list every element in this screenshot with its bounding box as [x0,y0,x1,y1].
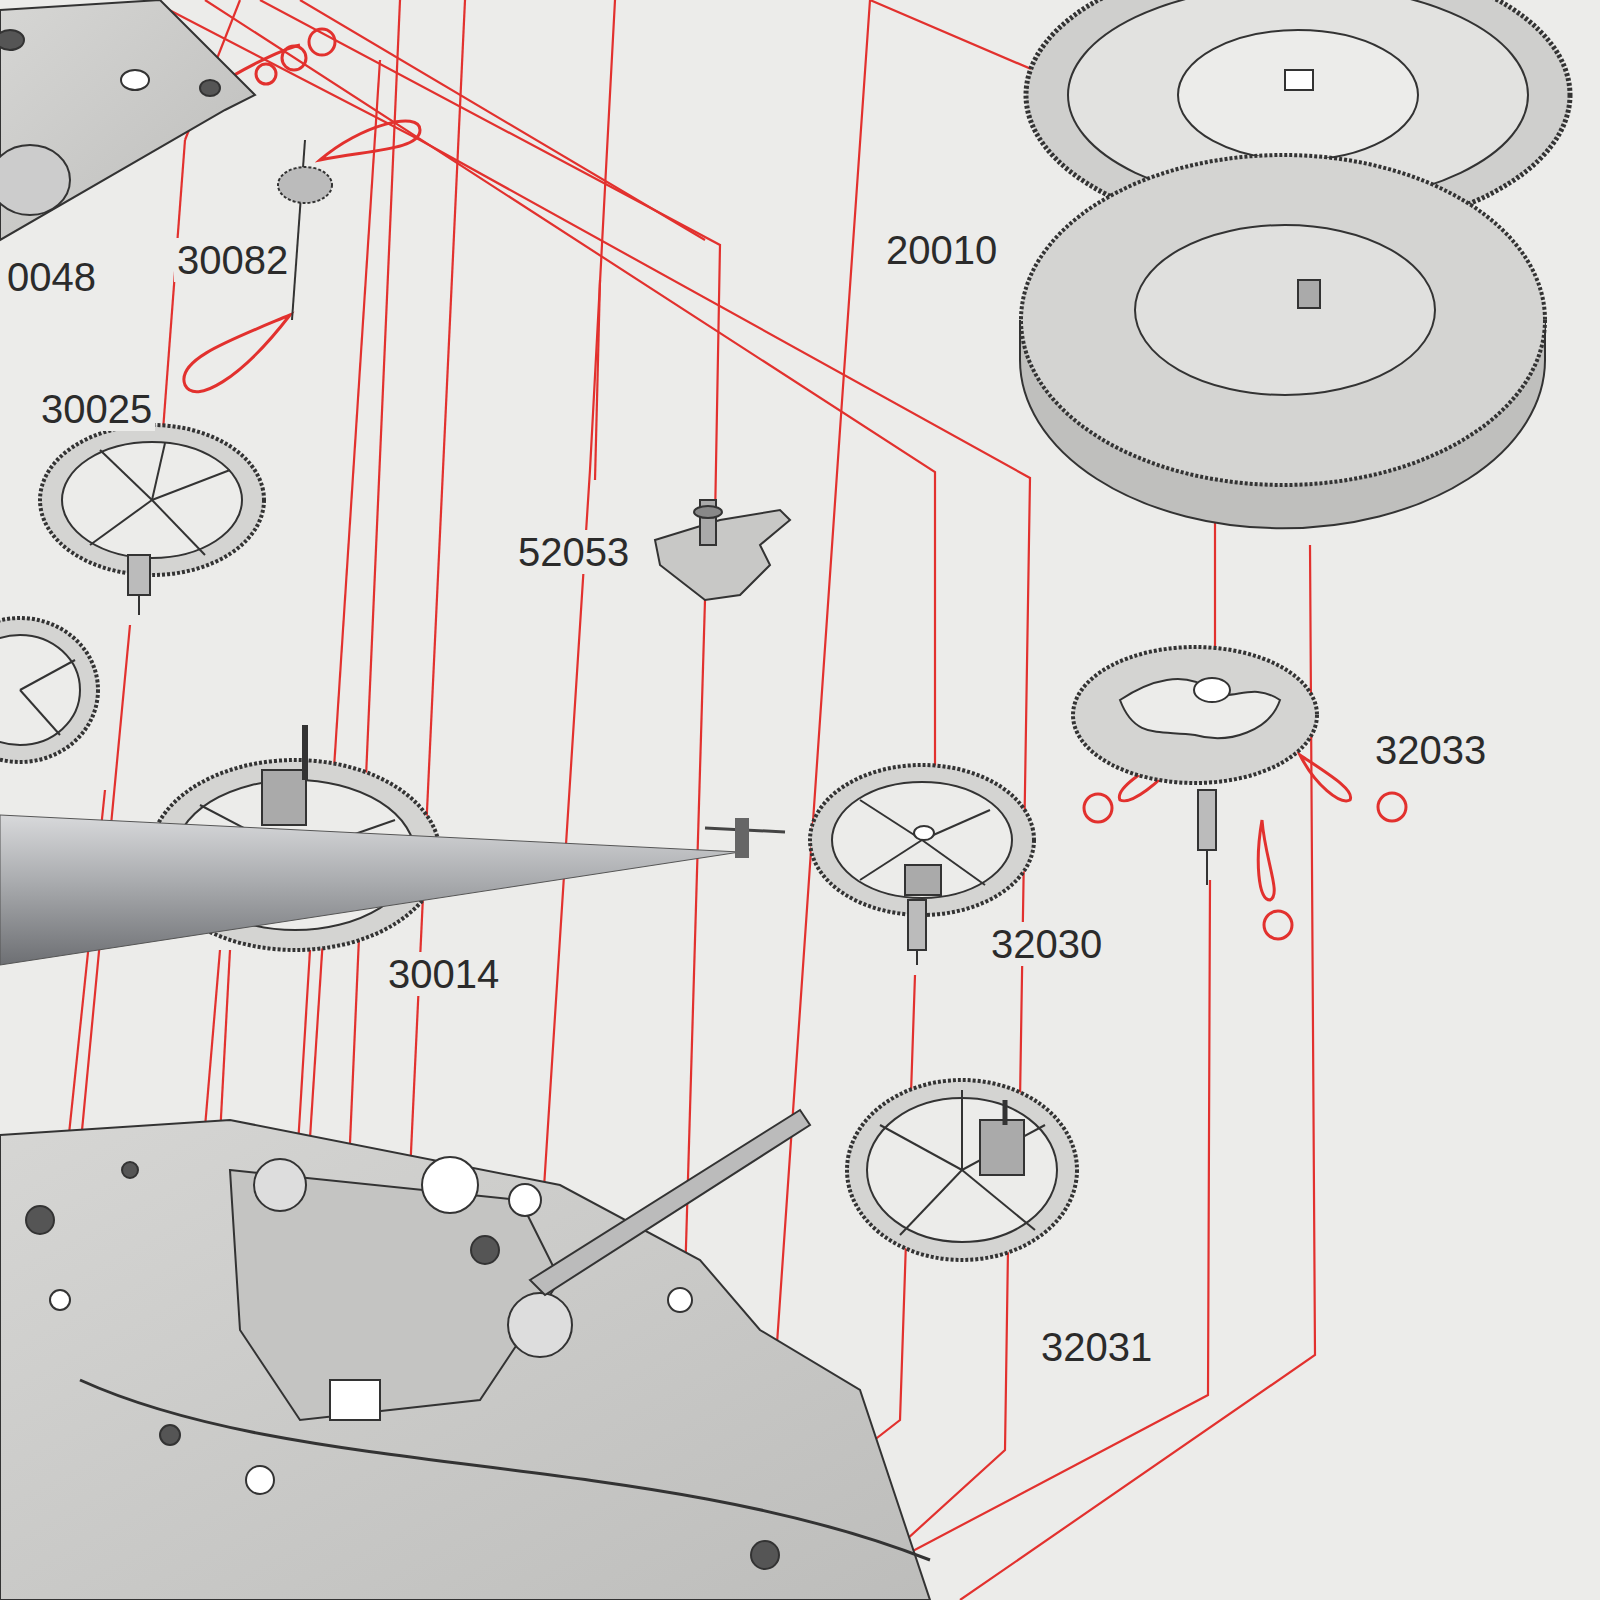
part-number: 32030 [988,922,1105,966]
part-number: 32031 [1038,1325,1155,1369]
part-number: 32033 [1372,728,1489,772]
wheel-part [1073,647,1317,885]
part-number: 20010 [883,228,1000,272]
part-number: 30082 [174,238,291,282]
part-number: 52053 [515,530,632,574]
wheel-part [847,1080,1077,1260]
wheel-part [0,618,98,762]
barrel-part [1020,0,1570,528]
tweezers [0,815,785,965]
part-number: 30014 [385,952,502,996]
pinion-part [278,140,332,320]
bridge-plate [0,0,255,240]
part-number: 0048 [4,255,99,299]
main-plate [0,1110,930,1600]
lever-part [655,500,790,600]
part-number: 30025 [38,387,155,431]
wheel-part [40,425,264,615]
